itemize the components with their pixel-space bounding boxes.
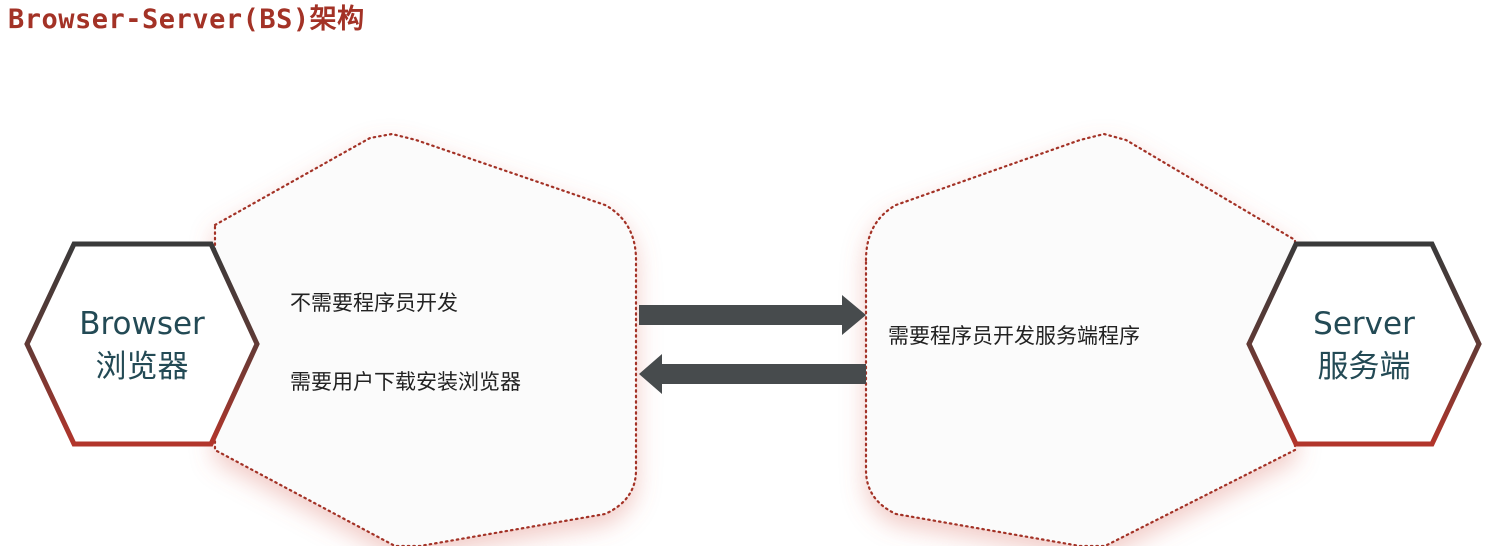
browser-note-1: 不需要程序员开发	[290, 291, 458, 315]
page-title: Browser-Server(BS)架构	[8, 4, 365, 35]
browser-note-2: 需要用户下载安装浏览器	[290, 370, 521, 394]
server-hexagon	[1246, 241, 1482, 447]
browser-title-en: Browser	[79, 306, 205, 342]
response-arrow	[639, 354, 866, 394]
browser-info-blob	[213, 132, 638, 546]
server-note-1: 需要程序员开发服务端程序	[888, 324, 1140, 348]
browser-title-cn: 浏览器	[96, 349, 189, 385]
browser-hexagon	[24, 241, 260, 447]
server-info-blob	[864, 132, 1297, 546]
server-title-cn: 服务端	[1318, 349, 1411, 385]
server-title-en: Server	[1313, 306, 1415, 342]
request-arrow	[639, 295, 866, 335]
